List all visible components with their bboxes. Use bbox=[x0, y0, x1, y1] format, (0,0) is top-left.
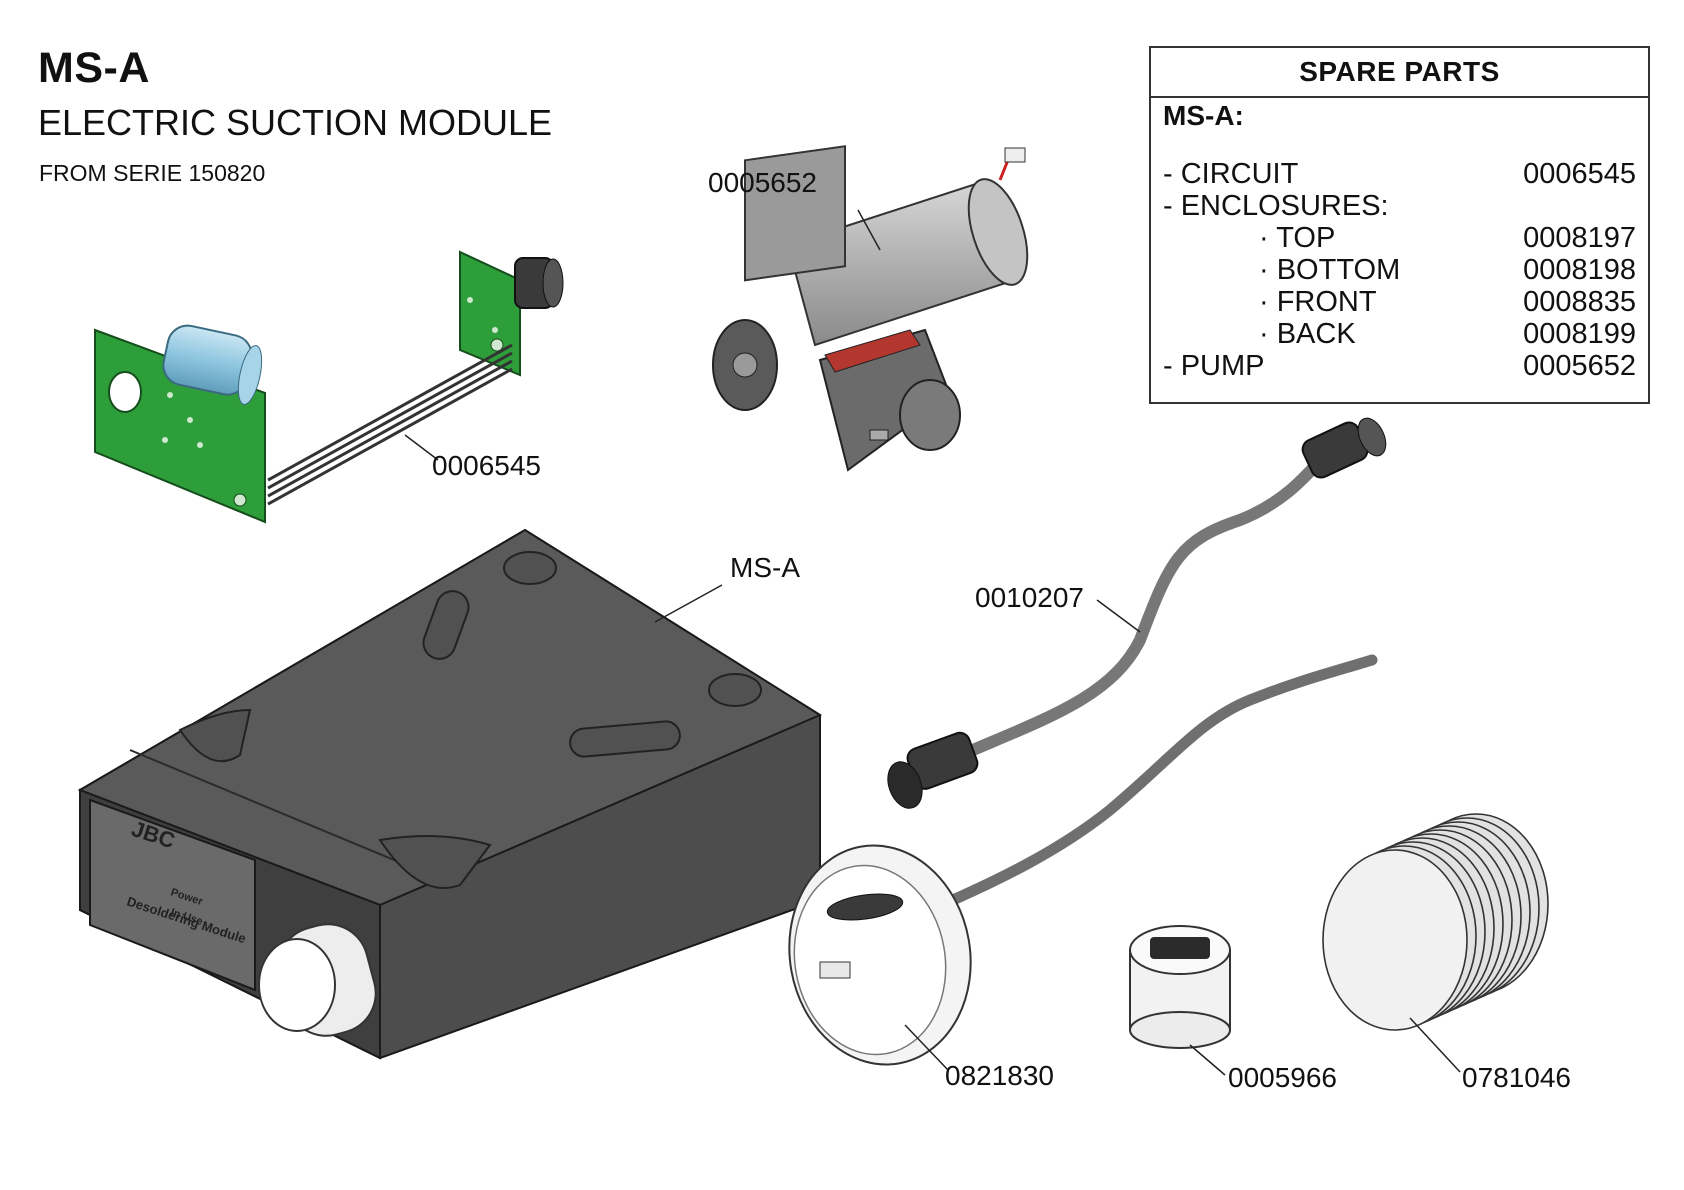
leader-module bbox=[654, 584, 723, 623]
spare-part-row: - CIRCUIT 0006545 bbox=[1163, 158, 1636, 190]
paper-filter-disc bbox=[1322, 849, 1468, 1031]
spare-parts-table: SPARE PARTS MS-A: - CIRCUIT 0006545 - ENCL… bbox=[1149, 46, 1650, 404]
spare-part-label: - CIRCUIT bbox=[1163, 158, 1299, 190]
callout-pump: 0005652 bbox=[708, 167, 818, 198]
leader-filters bbox=[1409, 1017, 1461, 1073]
spare-part-label: · FRONT bbox=[1259, 286, 1377, 318]
spare-part-label: · TOP bbox=[1259, 222, 1336, 254]
spare-part-code: 0008197 bbox=[1523, 222, 1636, 254]
leader-filter-holder bbox=[904, 1024, 949, 1071]
spare-part-code: 0005652 bbox=[1523, 350, 1636, 382]
connector-cable bbox=[887, 417, 1387, 809]
callout-filter-holder: 0821830 bbox=[945, 1060, 1055, 1091]
spare-part-label: - ENCLOSURES: bbox=[1163, 190, 1389, 222]
paper-filters bbox=[1322, 813, 1549, 1031]
filter-holder bbox=[788, 654, 1378, 1066]
spare-part-code: 0008835 bbox=[1523, 286, 1636, 318]
spare-parts-heading: SPARE PARTS bbox=[1151, 48, 1648, 98]
spare-part-label: · BACK bbox=[1259, 318, 1356, 350]
spare-part-code: 0008199 bbox=[1523, 318, 1636, 350]
leader-cable bbox=[1096, 599, 1141, 633]
callout-filters: 0781046 bbox=[1462, 1062, 1572, 1093]
spare-part-row: · FRONT 0008835 bbox=[1163, 286, 1636, 318]
serie-note: FROM SERIE 150820 bbox=[39, 160, 266, 186]
spare-parts-model: MS-A: bbox=[1163, 100, 1244, 131]
spare-part-row: - PUMP 0005652 bbox=[1163, 350, 1636, 382]
circuit-board bbox=[94, 250, 564, 524]
spare-part-label: · BOTTOM bbox=[1259, 254, 1401, 286]
pump-motor bbox=[712, 145, 1029, 472]
spare-part-row: · BACK 0008199 bbox=[1163, 318, 1636, 350]
spare-part-row: · BOTTOM 0008198 bbox=[1163, 254, 1636, 286]
spare-part-label: - PUMP bbox=[1163, 350, 1265, 382]
page-title: MS-A bbox=[38, 44, 150, 92]
leader-pump bbox=[857, 209, 881, 251]
callout-circuit: 0006545 bbox=[432, 450, 542, 481]
spare-part-row: - ENCLOSURES: bbox=[1163, 190, 1636, 222]
spare-part-code: 0006545 bbox=[1523, 158, 1636, 190]
callout-filter-cup: 0005966 bbox=[1228, 1062, 1338, 1093]
spare-part-code: 0008198 bbox=[1523, 254, 1636, 286]
leader-filter-cup bbox=[1189, 1044, 1226, 1076]
page-subtitle: ELECTRIC SUCTION MODULE bbox=[38, 102, 553, 143]
callout-module: MS-A bbox=[730, 552, 800, 583]
ms-a-enclosure: JBC Power In Use Desoldering Module bbox=[77, 528, 823, 1060]
callout-cable: 0010207 bbox=[975, 582, 1085, 613]
filter-cup bbox=[1129, 925, 1231, 1049]
leader-circuit bbox=[404, 434, 439, 461]
spare-part-row: · TOP 0008197 bbox=[1163, 222, 1636, 254]
